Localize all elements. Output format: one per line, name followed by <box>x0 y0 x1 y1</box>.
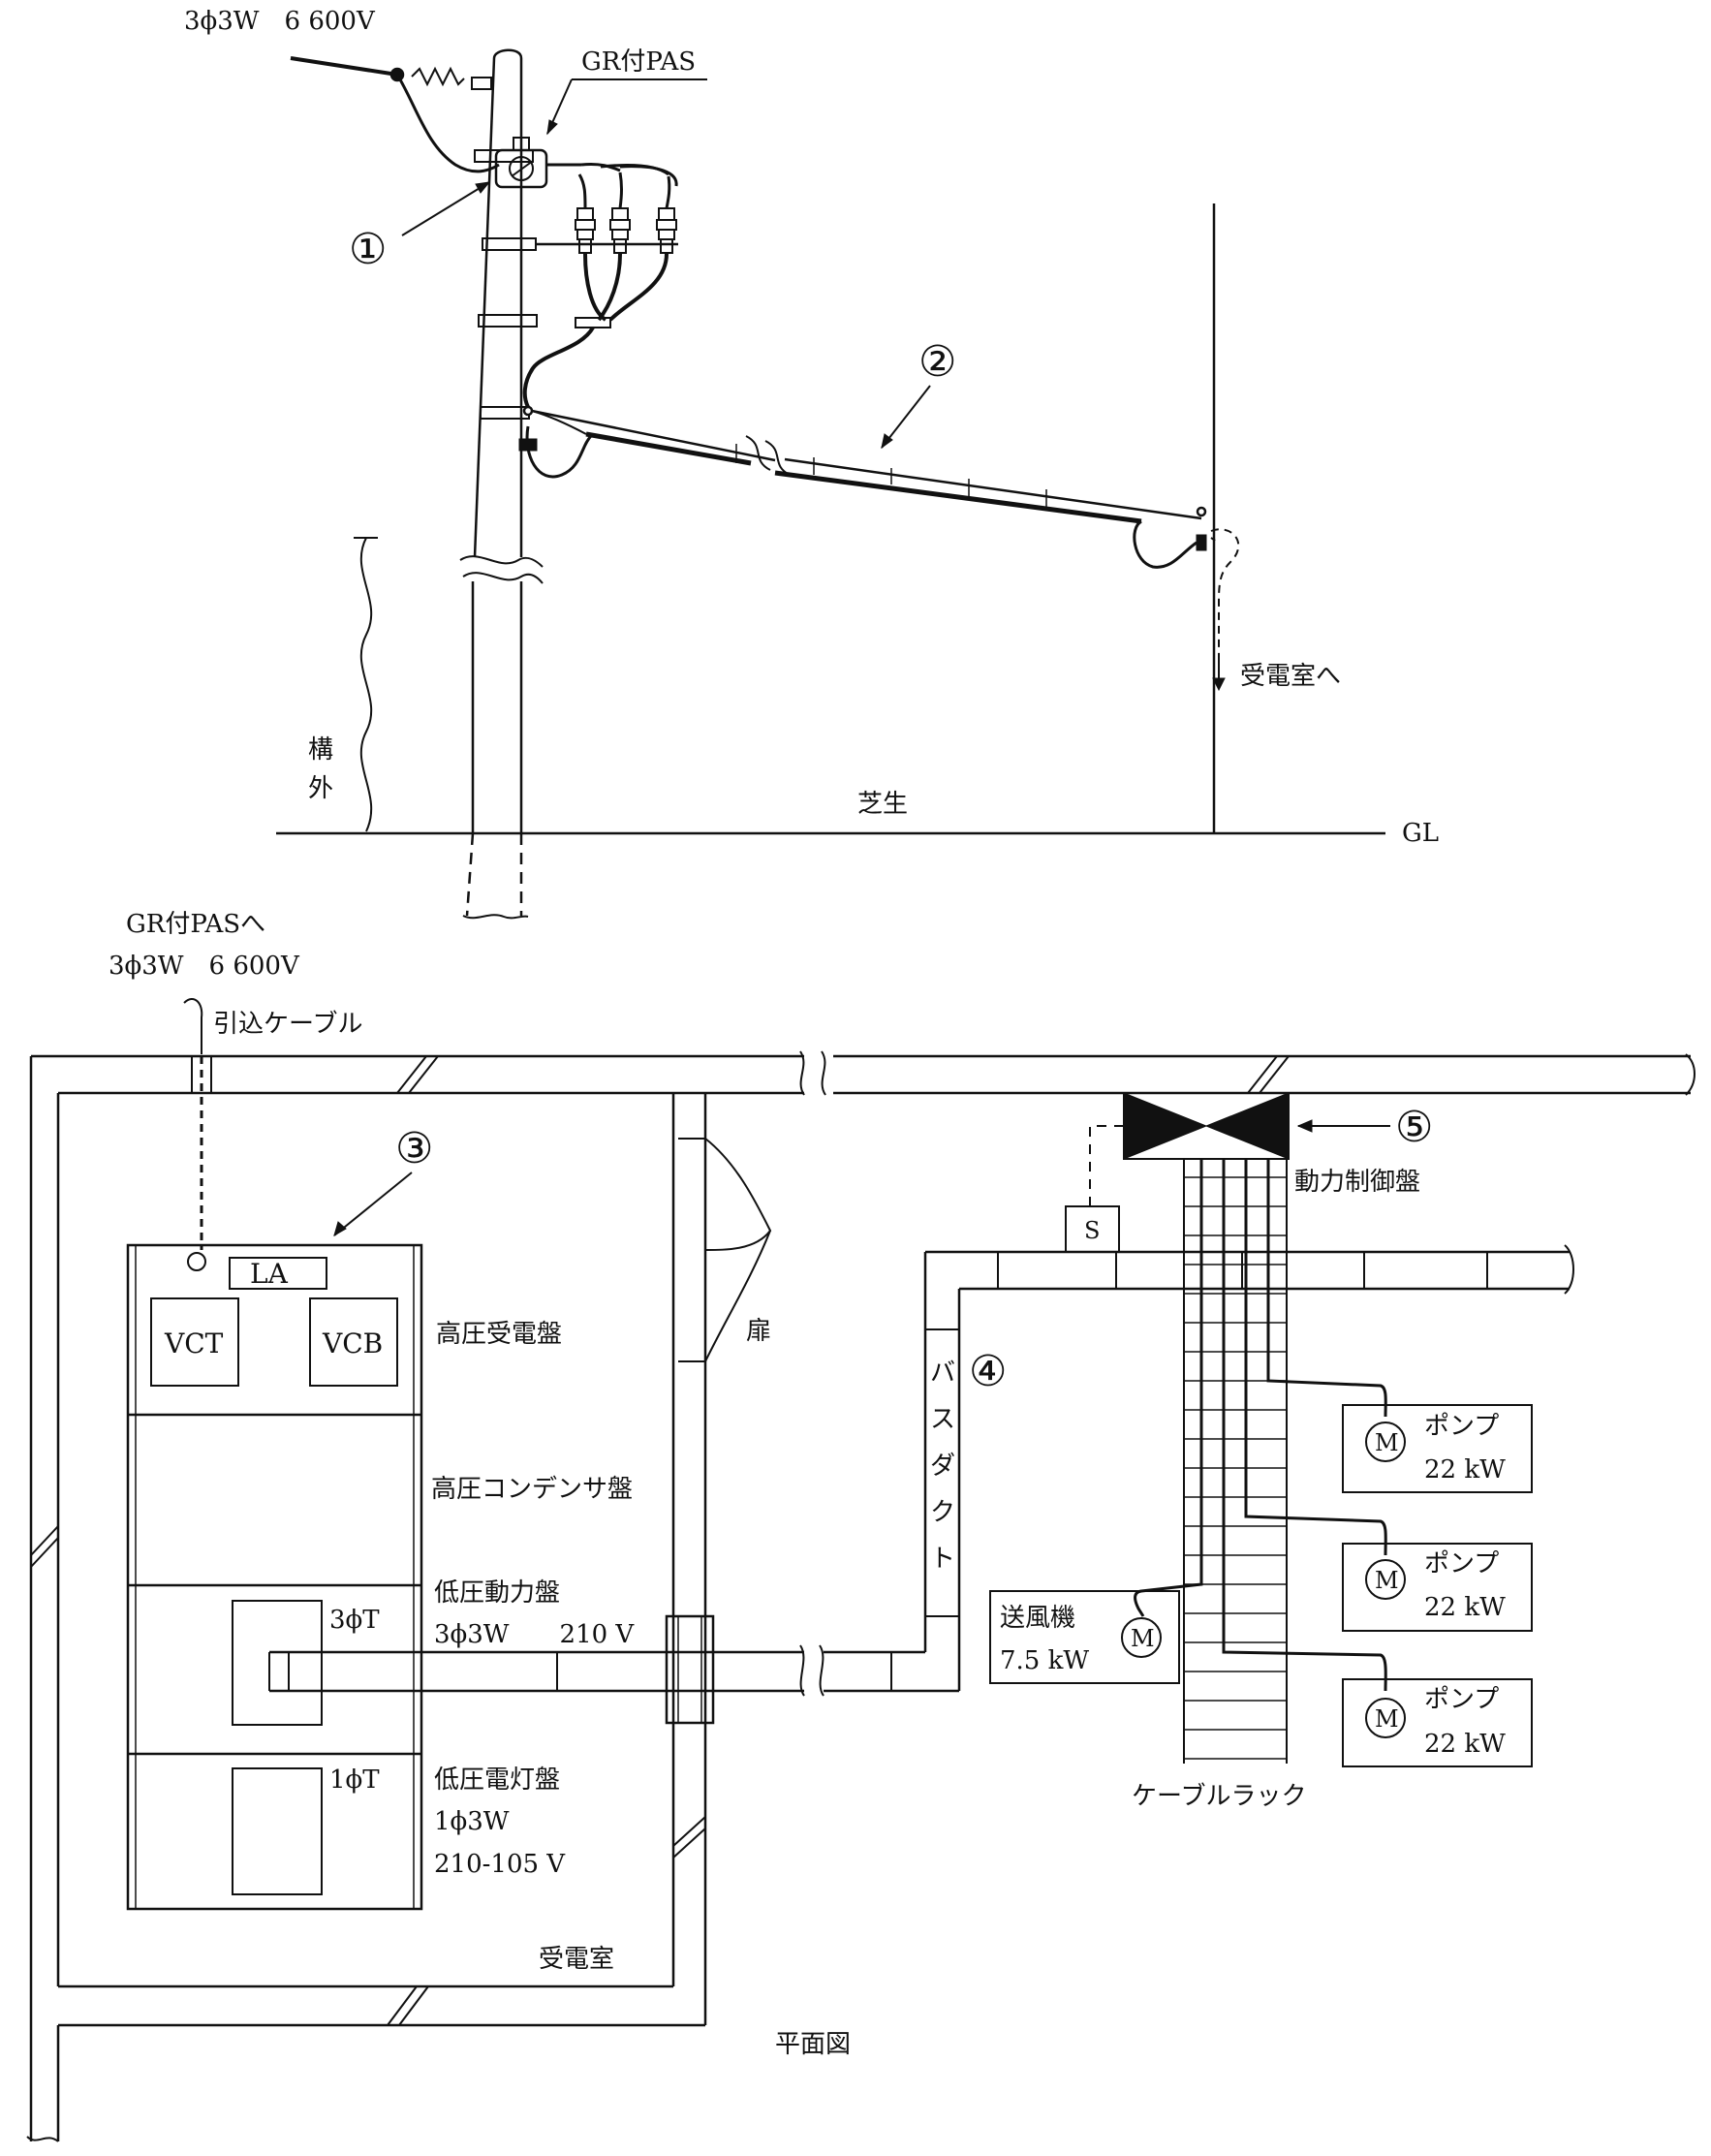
switchgear-lineup <box>126 1243 423 1911</box>
blower-fan: M 送風機 7.5 kW <box>989 1590 1180 1684</box>
pole-section: 3ϕ3W 6 600V <box>184 7 1439 920</box>
supply-voltage-label: 3ϕ3W 6 600V <box>184 7 376 36</box>
building-walls <box>26 1050 1695 2142</box>
pump-3-motor-symbol: M <box>1375 1705 1399 1733</box>
cable-terminations <box>522 163 678 408</box>
incoming-line <box>290 56 500 173</box>
lv-lighting-panel-label: 低圧電灯盤 <box>434 1765 560 1795</box>
pump-3-label: ポンプ <box>1424 1685 1499 1714</box>
plan-title: 平面図 <box>775 2030 851 2059</box>
vcb-label: VCB <box>322 1328 383 1359</box>
to-substation-label: 受電室へ <box>1240 662 1341 691</box>
plan-section: GR付PASへ 3ϕ3W 6 600V 引込ケーブル <box>26 910 1695 2142</box>
lawn-label: 芝生 <box>857 790 908 819</box>
la-label: LA <box>250 1258 289 1290</box>
plan-supply-label: 3ϕ3W 6 600V <box>109 952 300 981</box>
gr-pas-switch <box>494 137 581 189</box>
pump-3: M ポンプ 22 kW <box>1342 1678 1533 1767</box>
pump-1-kw: 22 kW <box>1424 1455 1506 1484</box>
busduct-char-2: ス <box>930 1405 955 1434</box>
gl-label: GL <box>1402 819 1439 848</box>
busduct-char-5: ト <box>930 1545 955 1574</box>
callout-2: ② <box>918 337 956 387</box>
pump-1-motor-symbol: M <box>1375 1429 1399 1456</box>
vct-label: VCT <box>164 1328 224 1359</box>
switch-s-label: S <box>1084 1217 1100 1244</box>
cable-rack-label: ケーブルラック <box>1132 1782 1306 1811</box>
drop-cable-path <box>187 1056 212 1271</box>
1phase-transformer-label: 1ϕT <box>329 1765 380 1795</box>
to-pas-label: GR付PASへ <box>126 910 265 939</box>
fan-motor-symbol: M <box>1131 1625 1155 1652</box>
outside-premises-marker <box>354 537 378 832</box>
pump-1-label: ポンプ <box>1424 1412 1499 1441</box>
callout-3: ③ <box>395 1124 433 1173</box>
fan-kw: 7.5 kW <box>1000 1646 1089 1675</box>
capacitor-panel-label: 高圧コンデンサ盤 <box>431 1475 633 1504</box>
pump-2-motor-symbol: M <box>1375 1567 1399 1594</box>
pump-3-kw: 22 kW <box>1424 1730 1506 1759</box>
busduct-char-4: ク <box>930 1498 955 1527</box>
lighting-spec-1: 1ϕ3W <box>434 1807 510 1836</box>
pas-label: GR付PAS <box>581 47 696 77</box>
control-panel-label: 動力制御盤 <box>1294 1168 1420 1197</box>
lv-power-panel-label: 低圧動力盤 <box>434 1578 560 1608</box>
outside-label-2: 外 <box>308 774 333 803</box>
callout-5: ⑤ <box>1395 1103 1433 1152</box>
overhead-cable-span <box>518 405 1240 659</box>
lighting-spec-2: 210‑105 V <box>434 1850 566 1879</box>
substation-room-label: 受電室 <box>539 1945 614 1974</box>
callout-1: ① <box>349 225 387 274</box>
cable-rack <box>1134 1159 1387 1764</box>
utility-pole <box>459 48 544 920</box>
pump-2-kw: 22 kW <box>1424 1593 1506 1622</box>
pump-2: M ポンプ 22 kW <box>1342 1543 1533 1632</box>
callout-4: ④ <box>969 1347 1007 1396</box>
door <box>704 1138 772 1362</box>
power-control-panel <box>1065 1092 1290 1253</box>
busduct-char-3: ダ <box>930 1452 955 1481</box>
drop-cable-label: 引込ケーブル <box>213 1010 362 1039</box>
outside-label-1: 構 <box>308 735 333 765</box>
pump-2-label: ポンプ <box>1424 1549 1499 1578</box>
hv-panel-label: 高圧受電盤 <box>436 1320 562 1349</box>
pump-1: M ポンプ 22 kW <box>1342 1404 1533 1493</box>
fan-label: 送風機 <box>1000 1604 1075 1633</box>
power-spec-label: 3ϕ3W 210 V <box>434 1620 635 1649</box>
busduct-char-1: バ <box>930 1359 955 1388</box>
door-label: 扉 <box>746 1317 771 1346</box>
3phase-transformer-label: 3ϕT <box>329 1606 380 1635</box>
